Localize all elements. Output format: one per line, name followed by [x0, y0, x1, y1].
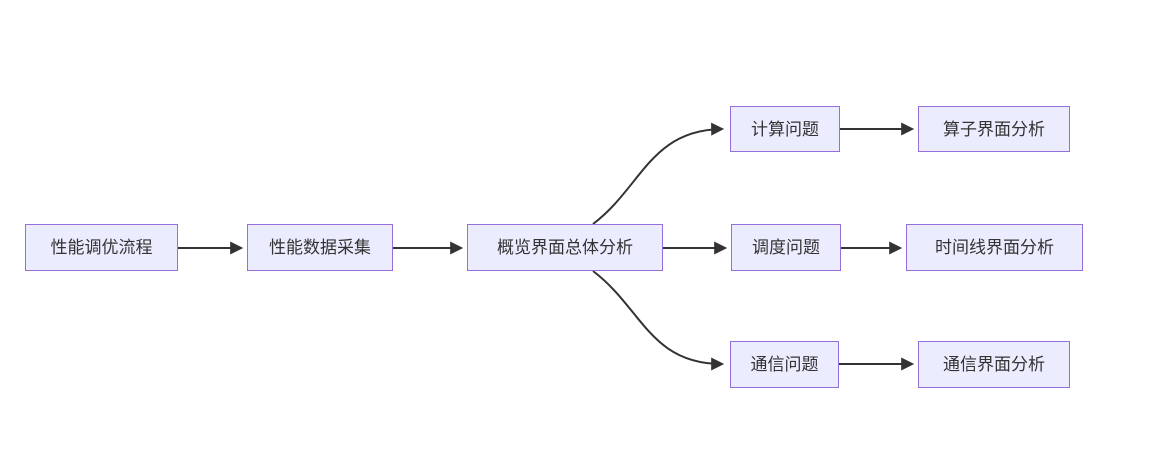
edge-overview-to-compute — [592, 122, 725, 225]
node-schedule-problem: 调度问题 — [731, 224, 841, 271]
node-operator-view-analysis: 算子界面分析 — [918, 106, 1070, 152]
node-performance-tuning-process: 性能调优流程 — [25, 224, 178, 271]
edge-overview-to-comm — [592, 270, 725, 371]
node-communication-view-analysis: 通信界面分析 — [918, 341, 1070, 388]
node-performance-data-collection: 性能数据采集 — [247, 224, 393, 271]
node-overview-overall-analysis: 概览界面总体分析 — [467, 224, 663, 271]
node-communication-problem: 通信问题 — [730, 341, 839, 388]
node-timeline-view-analysis: 时间线界面分析 — [906, 224, 1083, 271]
node-compute-problem: 计算问题 — [730, 106, 840, 152]
